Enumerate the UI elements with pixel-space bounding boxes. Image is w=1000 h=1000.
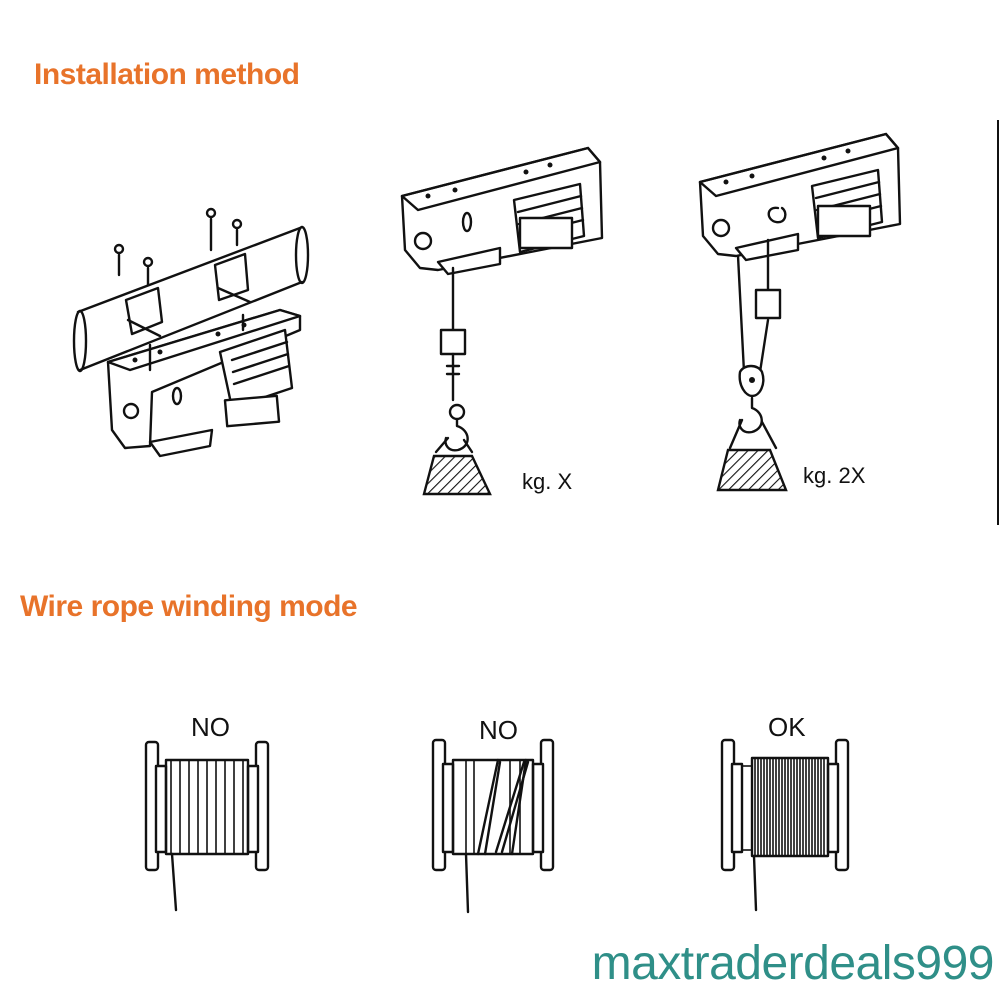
spool-loose-winding — [144, 740, 270, 912]
spool-label-loose: NO — [191, 712, 230, 742]
spool-label-tight: OK — [768, 712, 806, 742]
hoist-double-line — [698, 132, 902, 492]
load-weight — [716, 448, 788, 492]
spool-tight-winding — [720, 738, 850, 912]
watermark-text: maxtraderdeals999 — [591, 937, 995, 990]
spool-label-crossed: NO — [479, 715, 518, 745]
wire-rope — [736, 254, 746, 374]
hook-ring — [767, 206, 787, 224]
load-label-double: kg. 2X — [803, 463, 866, 488]
load-weight — [422, 454, 492, 496]
screw-icon — [113, 207, 243, 287]
hook-icon — [738, 396, 763, 434]
hoist-beam-mount — [72, 207, 310, 458]
load-label-single: kg. X — [522, 469, 573, 494]
hook-swivel — [448, 403, 466, 421]
installation-method-heading: Installation method — [34, 58, 300, 91]
hoist-motor — [218, 328, 294, 410]
spool-crossed-winding — [431, 738, 555, 914]
hoist-single-line — [400, 146, 604, 496]
hook-icon — [444, 418, 469, 452]
wire-rope-winding-heading: Wire rope winding mode — [20, 590, 358, 623]
limit-weight — [754, 288, 782, 320]
limit-weight — [439, 328, 467, 356]
mounting-beam — [76, 226, 304, 372]
